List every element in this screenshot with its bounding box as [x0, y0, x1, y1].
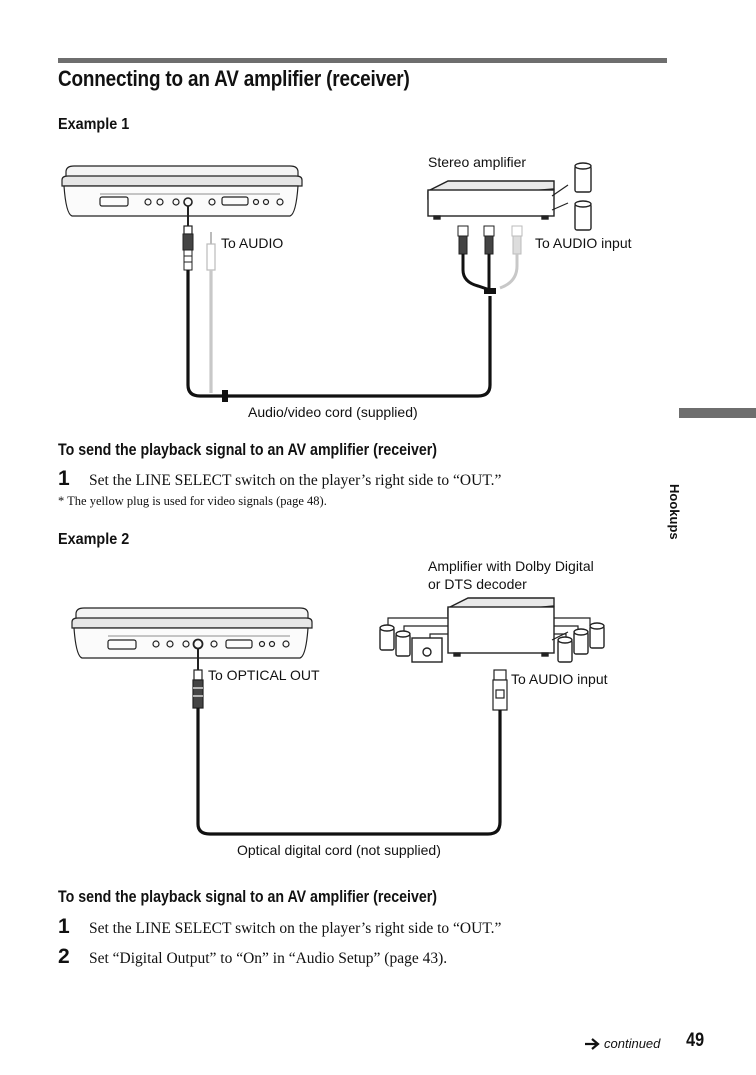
section-heading-1: To send the playback signal to an AV amp… — [58, 441, 438, 459]
to-audio-input-label: To AUDIO input — [535, 235, 632, 251]
example1-diagram — [61, 162, 592, 402]
dvd-player-icon — [61, 165, 303, 217]
example2-diagram — [71, 597, 605, 836]
page-number: 49 — [686, 1030, 704, 1051]
to-optical-out-label: To OPTICAL OUT — [208, 667, 320, 683]
step-number: 1 — [58, 915, 70, 938]
amplifier-label-line1: Amplifier with Dolby Digital — [428, 558, 594, 574]
step-text: Set “Digital Output” to “On” in “Audio S… — [89, 950, 448, 967]
optical-cord-label: Optical digital cord (not supplied) — [237, 842, 441, 858]
section-heading-2: To send the playback signal to an AV amp… — [58, 888, 438, 906]
amplifier-icon — [427, 180, 569, 220]
continued-label: continued — [604, 1036, 661, 1051]
step-text: Set the LINE SELECT switch on the player… — [89, 920, 502, 937]
cord-label: Audio/video cord (supplied) — [248, 404, 418, 420]
example1-heading: Example 1 — [58, 116, 130, 133]
page-title: Connecting to an AV amplifier (receiver) — [58, 66, 410, 91]
amplifier-label-line2: or DTS decoder — [428, 576, 527, 592]
stereo-amplifier-label: Stereo amplifier — [428, 154, 527, 170]
step-number: 2 — [58, 945, 70, 968]
speaker-icon — [574, 162, 592, 231]
to-audio-input-label-2: To AUDIO input — [511, 671, 608, 687]
speaker-icon — [379, 622, 605, 663]
example2-heading: Example 2 — [58, 531, 130, 548]
side-tab-bar — [679, 408, 756, 418]
step-text: Set the LINE SELECT switch on the player… — [89, 472, 502, 489]
arrow-right-icon — [585, 1038, 600, 1050]
to-audio-label: To AUDIO — [221, 235, 284, 251]
step-number: 1 — [58, 467, 70, 490]
footnote: * The yellow plug is used for video sign… — [58, 494, 327, 508]
dvd-player-icon — [71, 607, 313, 659]
amplifier-icon — [387, 597, 591, 657]
top-rule — [58, 58, 667, 63]
